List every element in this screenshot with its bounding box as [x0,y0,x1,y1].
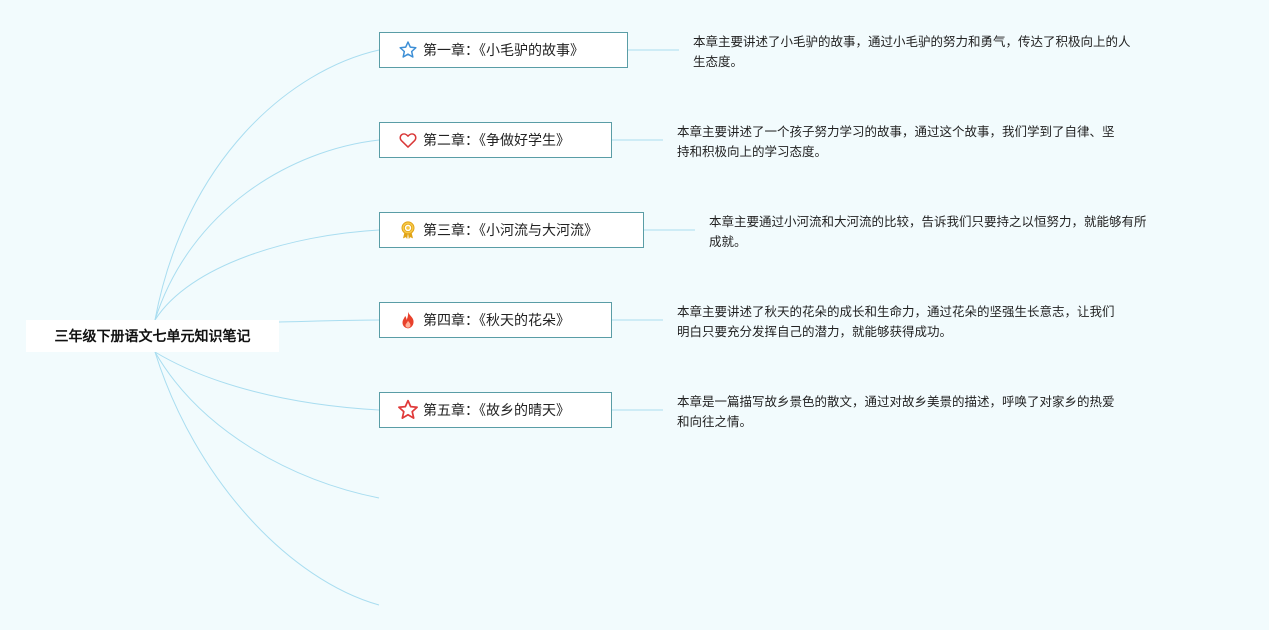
chapter-4-note[interactable]: 本章主要讲述了秋天的花朵的成长和生命力，通过花朵的坚强生长意志，让我们 明白只要… [677,302,1187,342]
heart-outline-icon [397,129,419,151]
branch-chapter-5-label: 第五章：《故乡的晴天》 [423,403,570,419]
chapter-4-note-line-2: 明白只要充分发挥自己的潜力，就能够获得成功。 [677,324,953,339]
branch-chapter-3-label: 第三章：《小河流与大河流》 [423,223,598,239]
chapter-3-note-line-1: 本章主要通过小河流和大河流的比较，告诉我们只要持之以恒努力，就能够有所 [709,214,1147,229]
root-to-empty-branch-6-connector [154,351,380,499]
branch-chapter-5[interactable]: 第五章：《故乡的晴天》 [379,392,612,428]
chapter-3-note-line-2: 成就。 [709,234,747,249]
branch-chapter-3[interactable]: 第三章：《小河流与大河流》 [379,212,644,248]
chapter-2-note-line-2: 持和积极向上的学习态度。 [677,144,828,159]
star-outline-red-icon [397,399,419,421]
root-topic[interactable]: 三年级下册语文七单元知识笔记 [26,320,279,352]
branch-chapter-1-label: 第一章：《小毛驴的故事》 [423,43,584,59]
root-to-branch-3-connector [154,229,380,321]
chapter-5-note[interactable]: 本章是一篇描写故乡景色的散文，通过对故乡美景的描述，呼唤了对家乡的热爱 和向往之… [677,392,1187,432]
chapter-2-note-line-1: 本章主要讲述了一个孩子努力学习的故事，通过这个故事，我们学到了自律、坚 [677,124,1115,139]
root-to-branch-4-connector [278,319,380,323]
branch-chapter-4-label: 第四章：《秋天的花朵》 [423,313,570,329]
chapter-4-note-line-1: 本章主要讲述了秋天的花朵的成长和生命力，通过花朵的坚强生长意志，让我们 [677,304,1115,319]
branch-chapter-2[interactable]: 第二章：《争做好学生》 [379,122,612,158]
branch-chapter-1[interactable]: 第一章：《小毛驴的故事》 [379,32,628,68]
root-to-branch-1-connector [154,49,380,321]
chapter-3-note[interactable]: 本章主要通过小河流和大河流的比较，告诉我们只要持之以恒努力，就能够有所 成就。 [709,212,1219,252]
branch-chapter-4[interactable]: 第四章：《秋天的花朵》 [379,302,612,338]
root-to-branch-5-connector [154,351,380,411]
chapter-5-note-line-2: 和向往之情。 [677,414,753,429]
chapter-1-note-line-1: 本章主要讲述了小毛驴的故事，通过小毛驴的努力和勇气，传达了积极向上的人 [693,34,1131,49]
chapter-1-note-line-2: 生态度。 [693,54,744,69]
award-medal-icon [397,219,419,241]
branch-chapter-2-label: 第二章：《争做好学生》 [423,133,570,149]
chapter-1-note[interactable]: 本章主要讲述了小毛驴的故事，通过小毛驴的努力和勇气，传达了积极向上的人 生态度。 [693,32,1203,72]
root-to-branch-2-connector [154,139,380,321]
chapter-5-note-line-1: 本章是一篇描写故乡景色的散文，通过对故乡美景的描述，呼唤了对家乡的热爱 [677,394,1115,409]
root-topic-label: 三年级下册语文七单元知识笔记 [54,329,251,345]
fire-icon [397,309,419,331]
chapter-2-note[interactable]: 本章主要讲述了一个孩子努力学习的故事，通过这个故事，我们学到了自律、坚 持和积极… [677,122,1187,162]
root-to-empty-branch-7-connector [154,351,380,606]
star-outline-blue-icon [397,39,419,61]
